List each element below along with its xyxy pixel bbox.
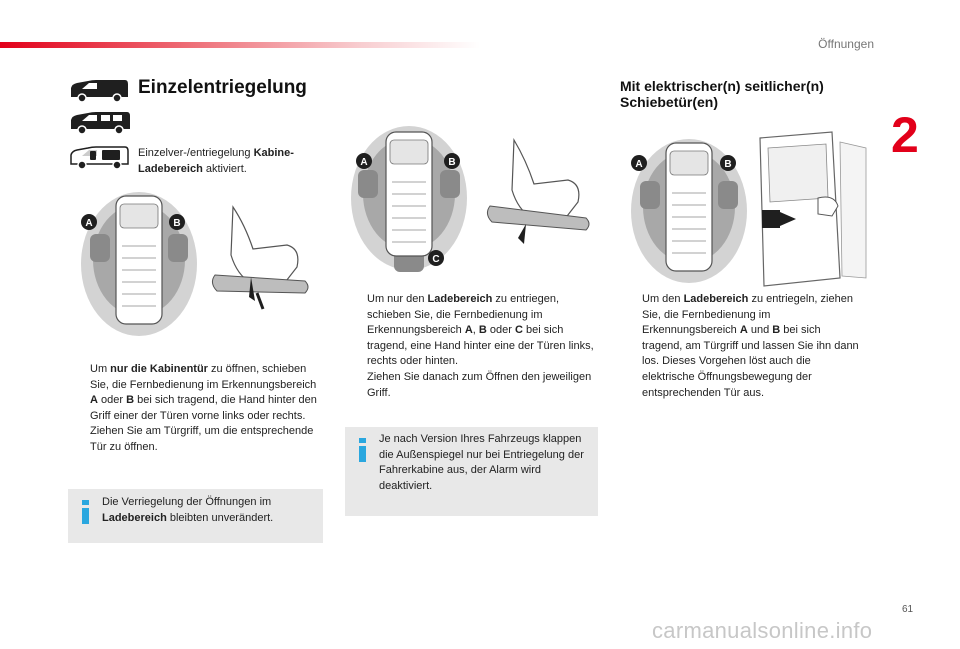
van-cabin-icon (71, 80, 128, 103)
bullet-list-cabin: Um nur die Kabinentür zu öffnen, schiebe… (68, 362, 323, 456)
hand-front-handle-figure (211, 205, 309, 310)
list-item: Um den Ladebereich zu entriegeln, ziehen… (642, 293, 859, 399)
list-item: Um nur die Kabinentür zu öffnen, schiebe… (90, 363, 317, 422)
detection-zones-figure-sliding: A B (631, 139, 747, 283)
info-note-cargo: Je nach Version Ihres Fahrzeugs klappen … (345, 427, 598, 516)
info-icon (82, 500, 89, 524)
bullet-list-cargo: Um nur den Ladebereich zu entriegen, sch… (345, 292, 595, 401)
page-title: Einzelentriegelung (138, 77, 307, 98)
list-item: Ziehen Sie am Türgriff, um die entsprech… (90, 425, 314, 453)
list-item: Ziehen Sie danach zum Öffnen den jeweili… (367, 370, 592, 399)
header-accent-bar (0, 42, 480, 48)
info-icon (359, 438, 366, 462)
zone-label-a: A (85, 218, 92, 229)
detection-zones-figure-cabin: A B (81, 192, 197, 336)
page-number: 61 (902, 604, 914, 615)
zone-label-b: B (448, 157, 455, 168)
intro-text: Einzelver-/entriegelung Kabine- Ladebere… (138, 147, 294, 175)
zone-label-c: C (432, 254, 439, 265)
section-heading-sliding-door: Mit elektrischer(n) seitlicher(n) Schieb… (620, 78, 824, 110)
info-note-cabin: Die Verriegelung der Öffnungen im Ladebe… (68, 489, 323, 543)
watermark: carmanualsonline.info (652, 618, 873, 643)
van-locks-icon (70, 146, 129, 170)
minibus-icon (71, 112, 130, 135)
bullet-list-sliding: Um den Ladebereich zu entriegeln, ziehen… (620, 292, 860, 401)
zone-label-a: A (360, 157, 367, 168)
chapter-number: 2 (891, 107, 919, 163)
list-item: Um nur den Ladebereich zu entriegen, sch… (367, 293, 594, 368)
zone-label-b: B (173, 218, 180, 229)
zone-label-b: B (724, 159, 731, 170)
sliding-door-figure (759, 131, 867, 287)
hand-cargo-handle-figure (486, 138, 590, 244)
section-title: Öffnungen (818, 37, 874, 51)
zone-label-a: A (635, 159, 642, 170)
detection-zones-figure-cargo: A B C (351, 126, 467, 272)
